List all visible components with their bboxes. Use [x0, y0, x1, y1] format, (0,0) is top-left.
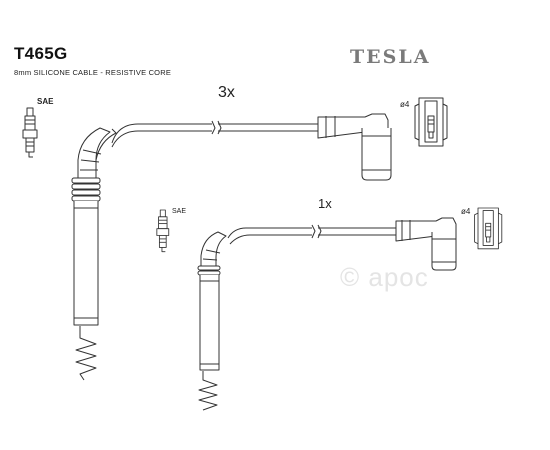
- boot-lower-left: [197, 231, 227, 411]
- cable-upper-assembly: [71, 113, 392, 381]
- brand-logo: TESLA: [350, 46, 431, 68]
- boot-upper-right: [317, 113, 392, 181]
- quantity-label-upper: 3x: [218, 84, 235, 101]
- quantity-label-lower: 1x: [318, 196, 332, 211]
- terminal-diameter-label-upper: ø4: [400, 100, 410, 109]
- cable-lower-wire: [227, 227, 396, 245]
- cable-lower-break: [311, 224, 322, 239]
- boot-upper-left: [71, 127, 117, 381]
- cable-upper-break: [211, 120, 222, 135]
- cable-lower-assembly: [197, 217, 457, 411]
- spark-plug-icon: [22, 107, 38, 158]
- plug-standard-label-lower: SAE: [172, 208, 187, 215]
- terminal-connector-icon: [474, 207, 503, 250]
- terminal-connector-icon: [414, 97, 448, 147]
- spark-plug-icon: [156, 209, 170, 253]
- plug-standard-label-upper: SAE: [37, 97, 54, 106]
- cable-spec: 8mm SILICONE CABLE - RESISTIVE CORE: [14, 68, 172, 77]
- boot-lower-right: [395, 217, 457, 271]
- terminal-diameter-label-lower: ø4: [461, 207, 471, 216]
- cable-upper-wire: [111, 123, 318, 148]
- part-number: T465G: [14, 44, 68, 63]
- watermark-text: © apoc: [340, 262, 429, 292]
